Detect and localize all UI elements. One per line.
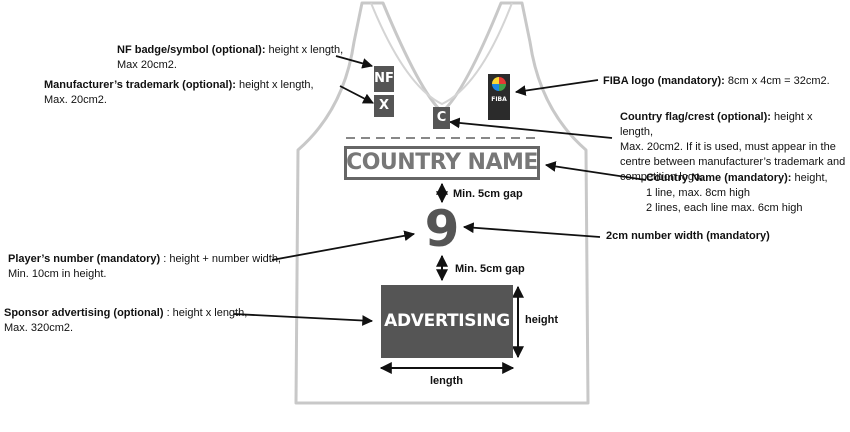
sponsor-label: Sponsor advertising (optional) : height …: [4, 307, 248, 334]
jersey-collar: [370, 2, 513, 106]
height-label: height: [525, 314, 558, 326]
country-flag-label: Country flag/crest (optional): height x …: [620, 111, 846, 183]
gap-bottom-label: Min. 5cm gap: [455, 263, 525, 275]
nf-badge: NF: [374, 66, 394, 92]
nf-badge-arrow: [335, 55, 374, 69]
nf-badge-label: NF badge/symbol (optional): height x len…: [117, 44, 344, 71]
fiba-logo-arrow: [514, 79, 599, 96]
fiba-logo-text: FIBA: [491, 96, 507, 103]
number-width-label: 2cm number width (mandatory): [606, 230, 770, 242]
sponsor-arrow: [233, 313, 374, 326]
fiba-globe-icon: [492, 77, 506, 91]
country-name-banner: [344, 146, 540, 180]
manufacturer-label: Manufacturer’s trademark (optional): hei…: [44, 79, 314, 106]
country-name-text: COUNTRY NAME: [346, 150, 538, 175]
manufacturer-arrow: [339, 85, 374, 104]
player-number-arrow: [271, 230, 416, 261]
manufacturer-trademark: X: [374, 95, 394, 117]
length-label: length: [430, 375, 463, 387]
fiba-logo: FIBA: [488, 74, 510, 120]
country-name-arrow: [544, 161, 647, 181]
gap-top-label: Min. 5cm gap: [453, 188, 523, 200]
country-name-label: Country Name (mandatory): height, 1 line…: [646, 172, 828, 214]
player-number-label: Player’s number (mandatory) : height + n…: [8, 253, 281, 280]
player-number: 9: [424, 200, 460, 258]
number-width-arrow: [462, 222, 601, 238]
country-crest: C: [433, 107, 450, 129]
fiba-logo-label: FIBA logo (mandatory): 8cm x 4cm = 32cm2…: [603, 75, 830, 87]
sponsor-advertising-box: ADVERTISING: [381, 285, 513, 358]
country-flag-arrow: [448, 117, 613, 139]
